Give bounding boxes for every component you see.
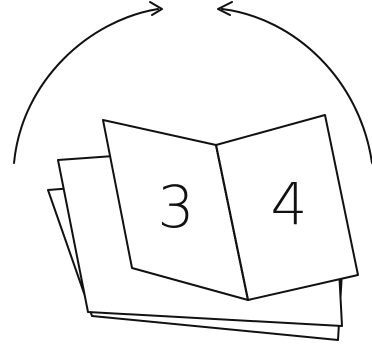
left-page-number: 3 (158, 173, 195, 241)
right-page-number: 4 (271, 170, 308, 238)
